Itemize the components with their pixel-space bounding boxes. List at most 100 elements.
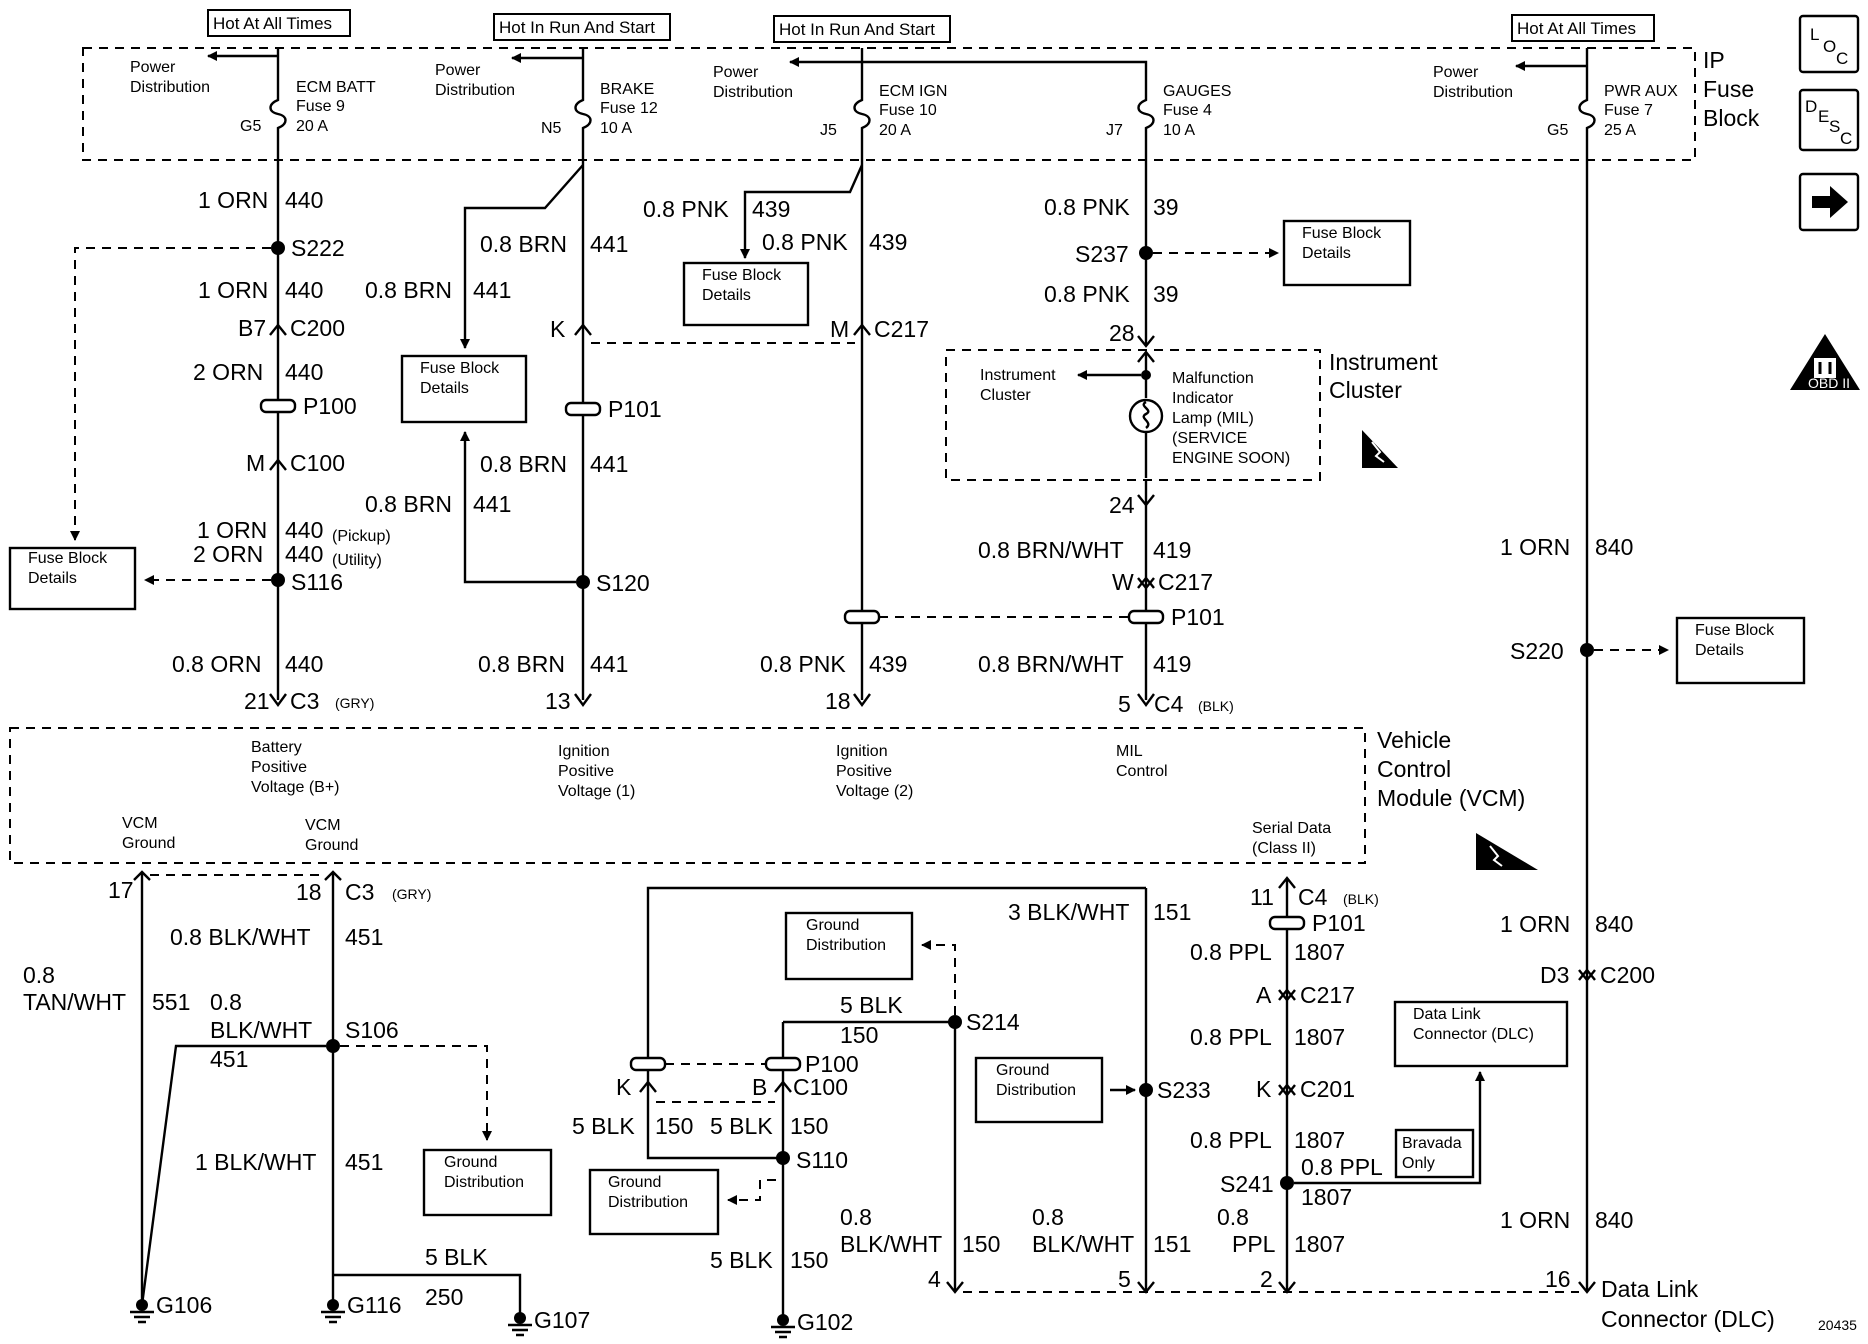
svg-text:Power: Power (435, 62, 481, 79)
connector-p101c-icon (1127, 609, 1165, 625)
connector-label: C4 (1154, 691, 1184, 717)
splice-s110 (776, 1151, 790, 1165)
instrument-cluster-title: Cluster (1329, 377, 1402, 403)
connector-pin: 16 (1545, 1266, 1571, 1292)
wire-label: 0.8 PPL (1301, 1154, 1383, 1180)
wire-551 (133, 870, 151, 1305)
s106-dashed-link (340, 1045, 492, 1141)
splice-label: S120 (596, 570, 650, 596)
wire-label: 439 (752, 196, 790, 222)
wire-label: 440 (285, 277, 323, 303)
bravada-only-box: Bravada Only (1394, 1128, 1475, 1179)
ground-distribution-box-2: Ground Distribution (588, 1168, 720, 1236)
ip-fuse-block-title-1: IP (1703, 47, 1725, 73)
wire-label: 39 (1153, 194, 1179, 220)
connector-p100-b-icon (764, 1056, 802, 1072)
svg-text:Positive: Positive (251, 759, 307, 776)
ip-fuse-block-outline (82, 47, 1696, 161)
mil-lamp-filament (1142, 400, 1150, 429)
wire-label: 441 (590, 651, 628, 677)
connector-pin: 5 (1118, 691, 1131, 717)
fuse-block-details-box-2: Fuse Block Details (400, 354, 528, 424)
connector-c100-icon (269, 458, 287, 471)
splice-s233 (1139, 1083, 1153, 1097)
svg-text:Details: Details (1302, 245, 1351, 262)
svg-text:Control: Control (1116, 763, 1168, 780)
svg-text:(SERVICE: (SERVICE (1172, 430, 1247, 447)
wire-label: 0.8 (23, 962, 55, 988)
splice-label: S222 (291, 235, 345, 261)
svg-text:Positive: Positive (558, 763, 614, 780)
svg-text:Ground: Ground (996, 1062, 1049, 1079)
description-icon[interactable]: D E S C (1798, 88, 1860, 152)
wire-label: 0.8 (210, 989, 242, 1015)
connector-p100-k-icon (629, 1056, 667, 1072)
connector-pin: K (1256, 1076, 1272, 1102)
connector-c3-pin13-icon (574, 693, 592, 708)
wire-label: 3 BLK/WHT (1008, 899, 1129, 925)
dlc-box: Data Link Connector (DLC) (1393, 1000, 1569, 1068)
wire-label: 151 (1153, 899, 1191, 925)
ground-g106-icon (130, 1299, 154, 1324)
connector-pin: 2 (1260, 1266, 1273, 1292)
wire-label: 0.8 PNK (643, 196, 729, 222)
power-distribution-label-4: Power Distribution (1433, 64, 1513, 101)
svg-text:Power: Power (130, 59, 176, 76)
connector-pin: B7 (238, 315, 266, 341)
fuse-block-details-box-4: Fuse Block Details (1282, 219, 1412, 287)
connector-pin: 18 (825, 688, 851, 714)
wire-label: 1807 (1294, 1024, 1345, 1050)
connector-label: P100 (805, 1051, 859, 1077)
wire-label: 451 (210, 1046, 248, 1072)
wire-label: 2 ORN (193, 359, 263, 385)
connector-p101-serial-icon (1268, 915, 1306, 931)
fuse-block-details-box-1: Fuse Block Details (8, 546, 137, 611)
wire-label: 0.8 BRN/WHT (978, 651, 1124, 677)
s214-dashed-link (921, 940, 956, 1015)
brake-fuse-details-arrow (460, 164, 584, 349)
wire-label: 1 ORN (1500, 1207, 1570, 1233)
fuse-ecm-batt-icon (269, 56, 287, 160)
wire-151-top (646, 886, 1146, 1062)
wire-label: 5 BLK (710, 1247, 773, 1273)
wire-label: 1 ORN (198, 187, 268, 213)
svg-text:GAUGES: GAUGES (1163, 83, 1231, 100)
power-distribution-label-2: Power Distribution (435, 62, 515, 99)
svg-text:Fuse Block: Fuse Block (1695, 622, 1775, 639)
locator-icon[interactable]: L O C (1798, 14, 1860, 74)
svg-text:Serial Data: Serial Data (1252, 820, 1331, 837)
header-hot-all-times-1: Hot At All Times (207, 9, 351, 37)
connector-label: P101 (1171, 604, 1225, 630)
wire-label: 1 ORN (1500, 911, 1570, 937)
next-arrow-icon[interactable] (1798, 172, 1860, 232)
svg-text:Ground: Ground (122, 835, 175, 852)
wire-label: 1807 (1294, 1127, 1345, 1153)
splice-label: S237 (1075, 241, 1129, 267)
connector-c200-icon (269, 323, 287, 336)
ground-label: G116 (347, 1292, 402, 1318)
ground-g116-icon (321, 1299, 345, 1324)
svg-text:G5: G5 (1547, 122, 1568, 139)
connector-p101-icon (564, 401, 602, 417)
splice-label: S233 (1157, 1077, 1211, 1103)
svg-text:ECM BATT: ECM BATT (296, 79, 376, 96)
fuse-ecm-batt-label: ECM BATT Fuse 9 20 A G5 (240, 79, 376, 135)
instrument-cluster-outline (945, 349, 1321, 481)
svg-text:D: D (1805, 97, 1817, 116)
svg-text:N5: N5 (541, 120, 562, 137)
splice-label: S106 (345, 1017, 399, 1043)
connector-24-icon (1137, 494, 1155, 507)
wire-label: 0.8 PNK (1044, 194, 1130, 220)
svg-text:Battery: Battery (251, 739, 302, 756)
connector-pin: A (1256, 982, 1272, 1008)
dlc-title: Data Link (1601, 1276, 1699, 1302)
wire-label: 1 BLK/WHT (195, 1149, 316, 1175)
instrument-cluster-title: Instrument (1329, 349, 1438, 375)
splice-label: S110 (796, 1147, 848, 1173)
svg-text:Distribution: Distribution (713, 84, 793, 101)
svg-text:Ground: Ground (806, 917, 859, 934)
wire-label: 840 (1595, 911, 1633, 937)
svg-text:L: L (1810, 25, 1819, 44)
svg-text:O: O (1823, 37, 1836, 56)
vcm-title: Module (VCM) (1377, 785, 1525, 811)
